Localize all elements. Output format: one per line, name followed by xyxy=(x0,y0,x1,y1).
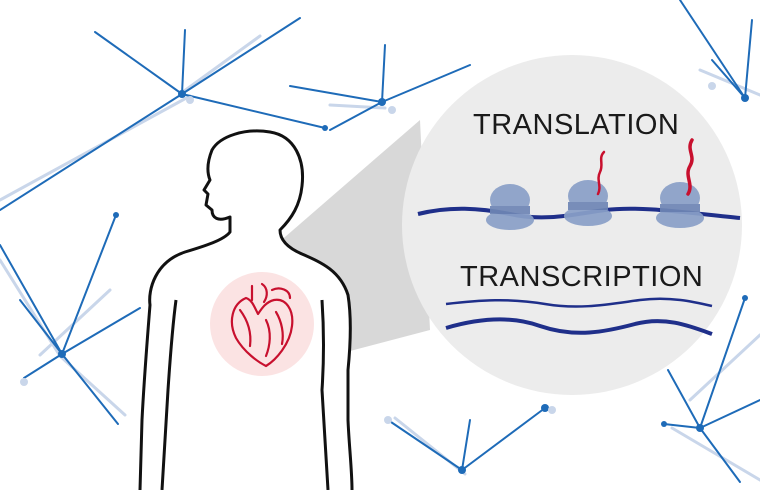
ribosome-2 xyxy=(564,180,612,226)
heart-icon xyxy=(230,282,294,368)
transcription-strand-top xyxy=(445,297,713,308)
right-arm-line xyxy=(320,299,330,490)
protein-chain-2 xyxy=(686,138,694,196)
protein-chain-1 xyxy=(596,150,606,196)
network-nodes xyxy=(20,82,749,474)
transcription-strand-bottom xyxy=(445,317,713,336)
left-arm-line xyxy=(160,299,178,490)
heart-highlight-circle xyxy=(210,272,314,376)
zoom-circle xyxy=(402,55,742,395)
translation-label: TRANSLATION xyxy=(473,109,679,141)
transcription-label: TRANSCRIPTION xyxy=(460,261,703,293)
ribosome-1 xyxy=(486,184,534,230)
